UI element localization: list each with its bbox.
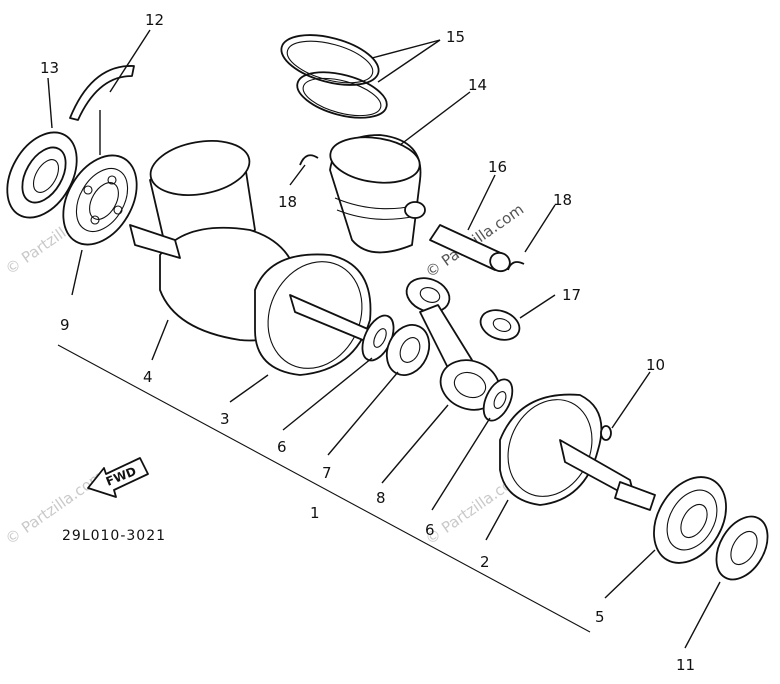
piston-pin-clip-left <box>299 154 319 166</box>
callout-7: 7 <box>322 464 332 482</box>
o-ring-small <box>600 425 612 441</box>
crankshaft-right <box>499 393 656 511</box>
callout-10: 10 <box>646 356 665 374</box>
callout-4: 4 <box>143 368 153 386</box>
callout-18-left: 18 <box>278 193 297 211</box>
callout-3: 3 <box>220 410 230 428</box>
callout-2: 2 <box>480 553 490 571</box>
callout-17: 17 <box>562 286 581 304</box>
oil-seal-left <box>6 131 78 219</box>
needle-bearing-crankpin <box>385 324 431 376</box>
callout-1: 1 <box>310 504 320 522</box>
small-end-bearing <box>479 309 521 341</box>
callouts: 1 2 3 4 5 6 6 7 8 9 10 11 12 13 14 15 16… <box>40 11 695 674</box>
piston-rings <box>280 34 388 119</box>
crank-half-right <box>254 253 376 376</box>
callout-6-right: 6 <box>425 521 435 539</box>
piston <box>329 134 426 254</box>
callout-9: 9 <box>60 316 70 334</box>
piston-pin <box>429 224 511 273</box>
callout-11: 11 <box>676 656 695 674</box>
callout-6-left: 6 <box>277 438 287 456</box>
callout-5: 5 <box>595 608 605 626</box>
leader-lines <box>47 29 721 649</box>
oil-seal-right <box>715 515 769 581</box>
fwd-arrow: FWD <box>87 457 149 498</box>
callout-8: 8 <box>376 489 386 507</box>
callout-15: 15 <box>446 28 465 46</box>
callout-12: 12 <box>145 11 164 29</box>
connecting-rod <box>405 277 501 411</box>
callout-13: 13 <box>40 59 59 77</box>
bearing-left <box>62 154 138 246</box>
callout-16: 16 <box>488 158 507 176</box>
piston-pin-clip-right <box>507 261 525 271</box>
diagram-code: 29L010-3021 <box>62 528 166 544</box>
callout-14: 14 <box>468 76 487 94</box>
assembly-bracket-line <box>57 344 591 633</box>
circlip-ring <box>69 65 135 121</box>
callout-18-right: 18 <box>553 191 572 209</box>
bearing-right <box>653 476 727 564</box>
